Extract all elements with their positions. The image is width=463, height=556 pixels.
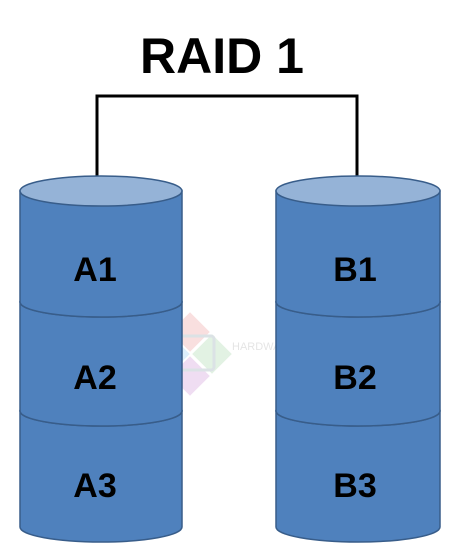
segment-label: A2 xyxy=(73,359,116,397)
segment-label: A1 xyxy=(73,251,116,289)
segment-label: A3 xyxy=(73,467,116,505)
mirror-connector-line xyxy=(95,94,359,190)
disk-b: B3 B2 B1 xyxy=(275,175,441,543)
disk-segment: B1 xyxy=(275,175,441,318)
segment-label: B1 xyxy=(333,251,376,289)
segment-label: B2 xyxy=(333,359,376,397)
segment-label: B3 xyxy=(333,467,376,505)
disk-a: A3 A2 A1 xyxy=(19,175,183,543)
diagram-title: RAID 1 xyxy=(140,28,304,84)
disk-segment: A1 xyxy=(19,175,183,318)
